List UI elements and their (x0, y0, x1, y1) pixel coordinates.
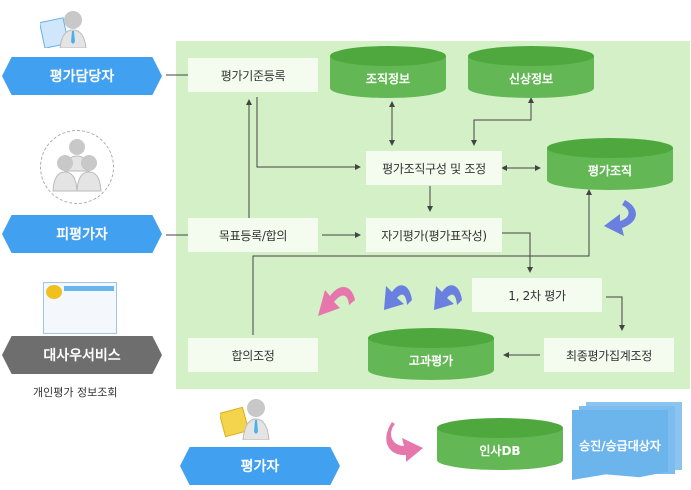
arrow-agreement-to-evalorg (252, 189, 592, 335)
arrow-criteria-to-org (256, 97, 361, 170)
step-self-eval[interactable]: 자기평가(평가표작성) (366, 218, 502, 252)
person-document-icon (38, 8, 90, 49)
db-eval-org[interactable]: 평가조직 (547, 138, 673, 190)
curved-arrow-blue-icon (604, 200, 636, 236)
arrow-org-personal (471, 97, 534, 146)
arrow-self-to-eval12 (502, 232, 533, 273)
group-people-icon (40, 130, 114, 204)
curved-arrow-blue-icon (384, 285, 412, 310)
db-org-info[interactable]: 조직정보 (330, 46, 446, 98)
db-personal-info-label: 신상정보 (508, 71, 554, 86)
db-eval-org-label: 평가조직 (587, 163, 633, 178)
arrow-eval12-to-final (606, 296, 625, 331)
actor-service[interactable]: 대사우서비스 (2, 336, 162, 374)
step-org-setup[interactable]: 평가조직구성 및 조정 (366, 151, 502, 185)
actor-manager-label: 평가담당자 (49, 69, 115, 85)
db-hr-label: 인사DB (479, 443, 521, 458)
step-final-adjust[interactable]: 최종평가집계조정 (544, 338, 674, 372)
step-self-eval-label: 자기평가(평가표작성) (381, 228, 487, 243)
db-personal-info[interactable]: 신상정보 (468, 46, 594, 98)
output-doc-label: 승진/승급대상자 (579, 438, 661, 453)
step-agreement-label: 합의조정 (231, 348, 275, 363)
curved-arrow-blue-icon (434, 285, 462, 310)
curved-arrow-pink-icon (386, 422, 423, 462)
actor-service-label: 대사우서비스 (43, 348, 121, 364)
db-performance-label: 고과평가 (408, 353, 454, 368)
step-org-setup-label: 평가조직구성 및 조정 (382, 161, 486, 176)
actor-evaluator[interactable]: 평가자 (180, 447, 340, 485)
step-criteria-label: 평가기준등록 (220, 68, 286, 83)
actor-evaluatee[interactable]: 피평가자 (2, 215, 162, 253)
step-goal-label: 목표등록/합의 (218, 228, 288, 243)
output-doc-stack[interactable]: 승진/승급대상자 (572, 402, 684, 482)
db-hr[interactable]: 인사DB (437, 418, 563, 470)
person-folder-icon (218, 396, 272, 441)
step-agreement[interactable]: 합의조정 (188, 338, 318, 372)
db-performance[interactable]: 고과평가 (368, 328, 494, 380)
step-final-adjust-label: 최종평가집계조정 (566, 348, 652, 363)
service-caption: 개인평가 정보조회 (33, 386, 118, 399)
step-eval-12[interactable]: 1, 2차 평가 (472, 278, 602, 312)
actor-evaluator-label: 평가자 (240, 459, 280, 475)
screen-thumbnail-icon (43, 282, 117, 334)
actor-manager[interactable]: 평가담당자 (2, 57, 162, 95)
db-org-info-label: 조직정보 (365, 71, 411, 86)
curved-arrow-pink-icon (318, 286, 355, 316)
step-eval-12-label: 1, 2차 평가 (508, 288, 566, 303)
actor-evaluatee-label: 피평가자 (56, 227, 108, 243)
step-goal[interactable]: 목표등록/합의 (188, 218, 318, 252)
step-criteria[interactable]: 평가기준등록 (188, 58, 318, 92)
